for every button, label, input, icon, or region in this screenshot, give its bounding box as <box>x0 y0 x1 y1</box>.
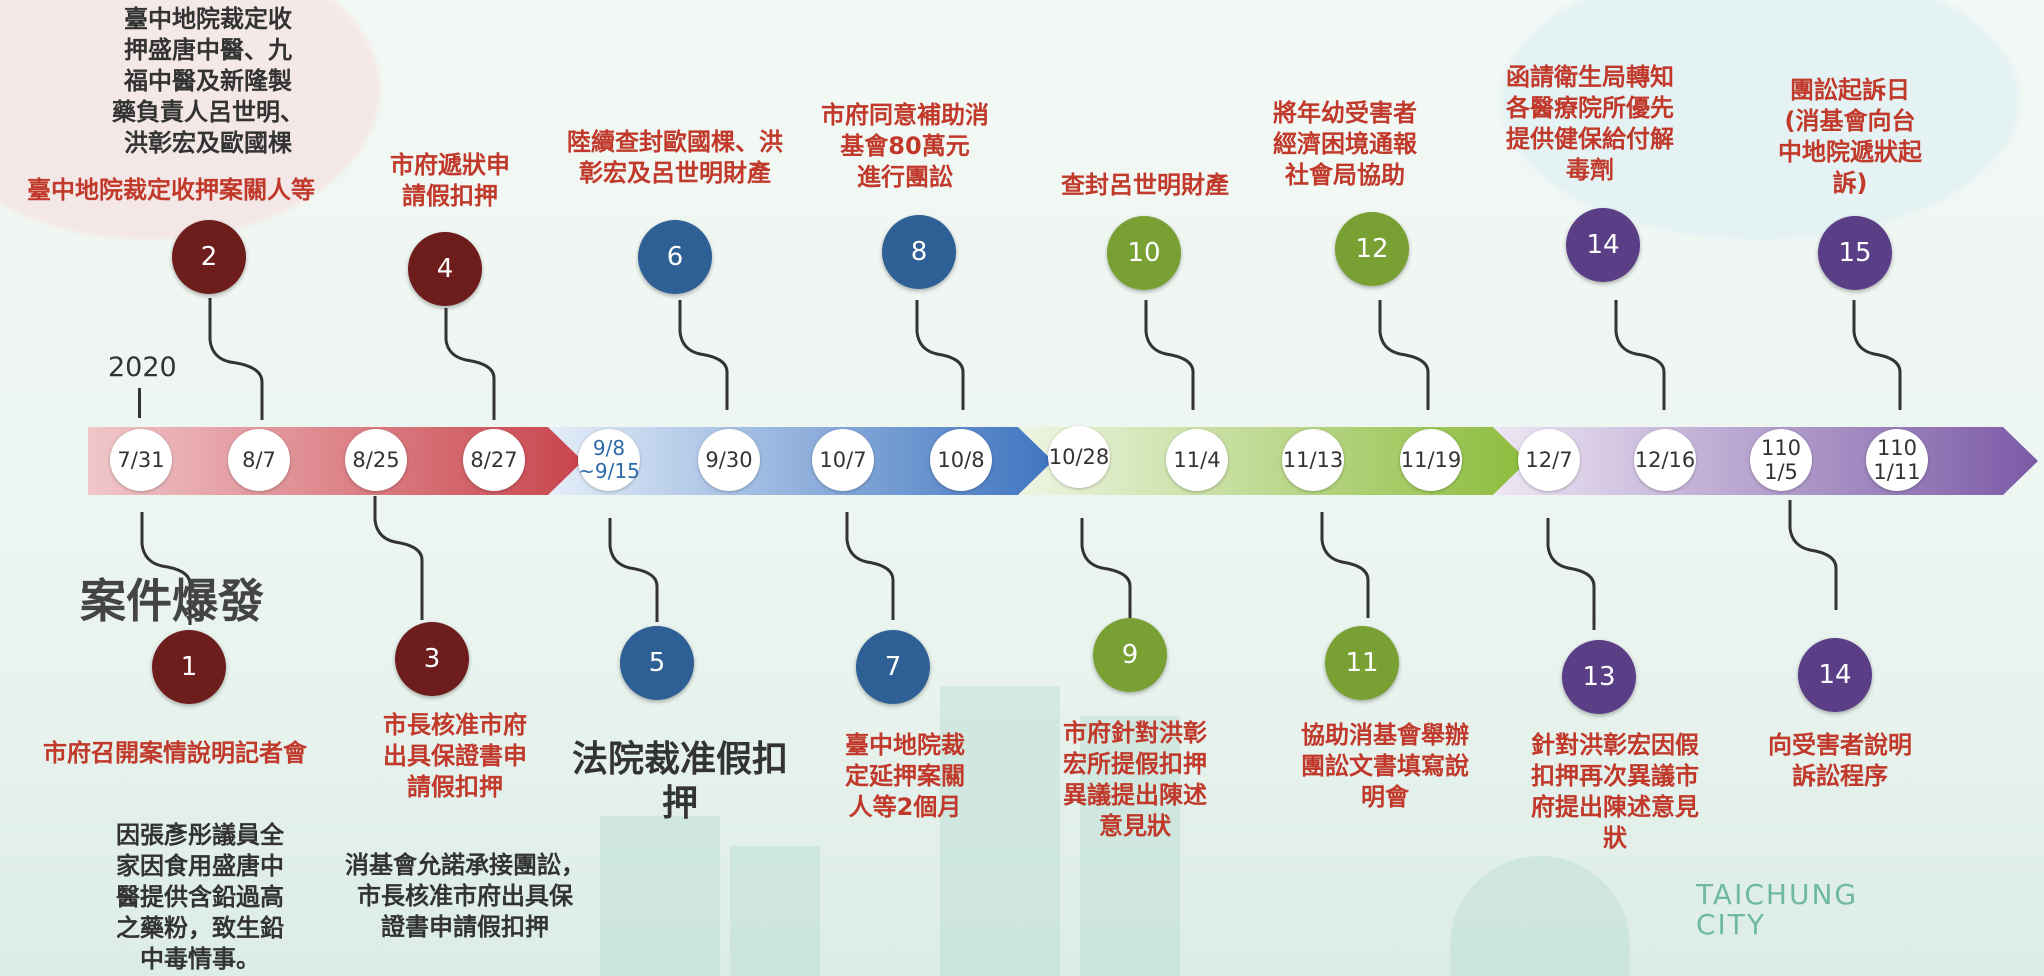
date-12-7: 12/7 <box>1518 429 1580 491</box>
connector-13 <box>1546 518 1596 630</box>
event-circle-9: 9 <box>1093 618 1167 692</box>
event-note-2: 臺中地院裁定收 押盛唐中醫、九 福中醫及新隆製 藥負責人呂世明、 洪彰宏及歐國棵 <box>112 5 304 157</box>
background-glow-right <box>1500 0 2020 240</box>
date-8-27: 8/27 <box>463 429 525 491</box>
connector-7 <box>845 512 895 620</box>
connector-3 <box>373 496 424 620</box>
event-title-9: 市府針對洪彰 宏所提假扣押 異議提出陳述 意見狀 <box>1063 719 1207 840</box>
event-circle-14-top: 14 <box>1566 208 1640 282</box>
date-7-31: 7/31 <box>110 429 172 491</box>
connector-1 <box>140 512 192 625</box>
event-circle-4: 4 <box>408 232 482 306</box>
connector-9 <box>1080 518 1132 620</box>
year-label: 2020 <box>108 352 177 383</box>
connector-11 <box>1320 512 1370 618</box>
connector-2 <box>208 298 264 420</box>
event-title-15: 團訟起訴日 (消基會向台 中地院遞狀起 訴) <box>1778 76 1922 197</box>
event-circle-7: 7 <box>856 630 930 704</box>
date-10-7: 10/7 <box>812 429 874 491</box>
event-title-6: 陸續查封歐國棵、洪 彰宏及呂世明財產 <box>567 128 783 187</box>
event-circle-2: 2 <box>172 220 246 294</box>
skyline-building-3 <box>940 686 1060 976</box>
date-8-25: 8/25 <box>345 429 407 491</box>
event-title-7: 臺中地院裁 定延押案關 人等2個月 <box>845 731 965 821</box>
event-title-2: 臺中地院裁定收押案關人等 <box>27 176 315 204</box>
skyline-building-4 <box>1080 716 1180 976</box>
date-8-7: 8/7 <box>228 429 290 491</box>
event-circle-12: 12 <box>1335 212 1409 286</box>
date-10-28: 10/28 <box>1048 426 1110 488</box>
event-circle-11: 11 <box>1325 626 1399 700</box>
date-11-4: 11/4 <box>1166 429 1228 491</box>
date-10-8: 10/8 <box>930 429 992 491</box>
taichung-brand: TAICHUNG CITY <box>1696 878 1859 941</box>
skyline-building-2 <box>730 846 820 976</box>
date-9-30: 9/30 <box>698 429 760 491</box>
connector-14-bottom <box>1788 500 1838 610</box>
band-segment-red <box>88 427 583 495</box>
date-110-1-11: 110 1/11 <box>1866 429 1928 491</box>
event-note-1: 因張彥彤議員全 家因食用盛唐中 醫提供含鉛過高 之藥粉，致生鉛 中毒情事。 <box>116 821 284 973</box>
event-title-8: 市府同意補助消 基會80萬元 進行團訟 <box>821 101 989 191</box>
connector-8 <box>915 300 965 410</box>
event-title-14-bottom: 向受害者說明 訴訟程序 <box>1768 731 1912 790</box>
event-circle-13: 13 <box>1562 640 1636 714</box>
year-tick <box>138 388 141 418</box>
event-title-11: 協助消基會舉辦 團訟文書填寫說 明會 <box>1301 721 1469 811</box>
event-title-5: 法院裁准假扣 押 <box>571 739 788 824</box>
event-title-12: 將年幼受害者 經濟困境通報 社會局協助 <box>1273 99 1417 189</box>
event-title-14-top: 函請衛生局轉知 各醫療院所優先 提供健保給付解 毒劑 <box>1506 63 1674 184</box>
event-title-10: 查封呂世明財產 <box>1061 171 1229 199</box>
event-circle-5: 5 <box>620 626 694 700</box>
skyline-building-1 <box>600 816 720 976</box>
date-11-13: 11/13 <box>1282 429 1344 491</box>
connector-12 <box>1378 300 1430 410</box>
event-title-13: 針對洪彰宏因假 扣押再次異議市 府提出陳述意見 狀 <box>1531 731 1699 852</box>
date-110-1-5: 110 1/5 <box>1750 429 1812 491</box>
event-note-3: 消基會允諾承接團訟， 市長核准市府出具保 證書申請假扣押 <box>345 851 585 941</box>
event-circle-15: 15 <box>1818 216 1892 290</box>
event-circle-3: 3 <box>395 622 469 696</box>
main-title: 案件爆發 <box>80 574 264 628</box>
connector-5 <box>608 518 659 622</box>
event-circle-10: 10 <box>1107 216 1181 290</box>
connector-4 <box>444 308 496 420</box>
event-circle-1: 1 <box>152 630 226 704</box>
band-segment-blue <box>548 427 1053 495</box>
event-title-3: 市長核准市府 出具保證書申 請假扣押 <box>383 711 527 801</box>
date-12-16: 12/16 <box>1634 429 1696 491</box>
connector-15 <box>1852 300 1902 410</box>
band-segment-green <box>1018 427 1528 495</box>
connector-14-top <box>1614 300 1666 410</box>
connector-10 <box>1144 300 1195 410</box>
date-11-19: 11/19 <box>1400 429 1462 491</box>
event-circle-14-bottom: 14 <box>1798 638 1872 712</box>
date-9-8-9-15: 9/8 ~9/15 <box>578 429 640 491</box>
connector-6 <box>678 300 729 410</box>
event-title-4: 市府遞狀申 請假扣押 <box>390 151 510 210</box>
event-circle-6: 6 <box>638 220 712 294</box>
event-circle-8: 8 <box>882 215 956 289</box>
event-title-1: 市府召開案情說明記者會 <box>43 739 307 767</box>
